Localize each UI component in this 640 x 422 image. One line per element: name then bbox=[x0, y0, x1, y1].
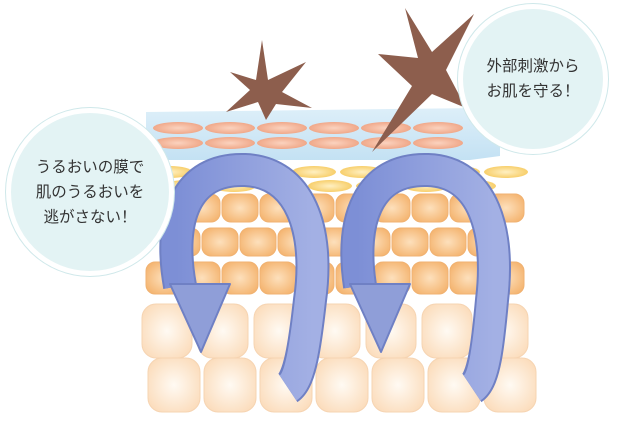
star-burst-icon bbox=[372, 8, 474, 152]
moisture-callout-line: 逃がさない！ bbox=[43, 207, 137, 226]
skin-cell bbox=[221, 261, 259, 295]
skin-cell bbox=[371, 357, 425, 413]
skin-cell bbox=[292, 166, 336, 178]
skin-cell bbox=[413, 122, 463, 134]
skin-cell bbox=[429, 227, 467, 257]
skin-cell bbox=[391, 227, 429, 257]
skin-cell bbox=[315, 357, 369, 413]
skin-cell bbox=[259, 261, 297, 295]
circular-arrow-icon bbox=[340, 153, 511, 403]
moisture-callout-line: 肌のうるおいを bbox=[35, 182, 145, 201]
skin-cell bbox=[147, 357, 201, 413]
moisture-callout-line: うるおいの膜で bbox=[35, 157, 145, 176]
skin-cell bbox=[201, 227, 239, 257]
circular-arrow-icon bbox=[159, 153, 330, 403]
skin-cell bbox=[221, 193, 259, 223]
skin-cell bbox=[361, 137, 411, 149]
skin-cell bbox=[239, 227, 277, 257]
skin-cell bbox=[205, 137, 255, 149]
skin-cell bbox=[411, 261, 449, 295]
skin-cell bbox=[413, 137, 463, 149]
skin-cell bbox=[308, 180, 352, 192]
star-burst-icon bbox=[226, 40, 312, 120]
skin-cell bbox=[484, 166, 528, 178]
skin-cell bbox=[309, 122, 359, 134]
protection-callout-line: お肌を守る！ bbox=[486, 82, 580, 100]
moisture-callout: うるおいの膜で 肌のうるおいを 逃がさない！ bbox=[6, 108, 174, 276]
skin-cell bbox=[257, 122, 307, 134]
skin-cell bbox=[153, 122, 203, 134]
skin-cell bbox=[203, 357, 257, 413]
protection-callout-line: 外部刺激から bbox=[486, 57, 580, 75]
skin-cell bbox=[257, 137, 307, 149]
moisture-membrane bbox=[146, 108, 500, 160]
skin-cell bbox=[421, 303, 473, 359]
skin-cell bbox=[309, 137, 359, 149]
skin-cell bbox=[411, 193, 449, 223]
skin-cell bbox=[205, 122, 255, 134]
skin-cell bbox=[153, 137, 203, 149]
protection-callout: 外部刺激から お肌を守る！ bbox=[458, 4, 608, 154]
